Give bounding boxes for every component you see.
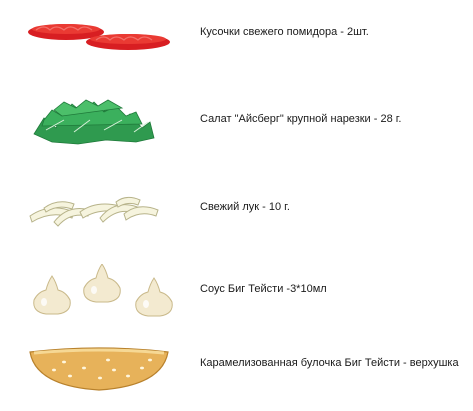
ingredient-label: Кусочки свежего помидора - 2шт. <box>200 26 369 38</box>
ingredient-row: Кусочки свежего помидора - 2шт. <box>0 0 473 70</box>
bun-top-icon <box>29 347 169 391</box>
ingredient-label: Карамелизованная булочка Биг Тейсти - ве… <box>200 357 459 369</box>
ingredient-label: Салат "Айсберг" крупной нарезки - 28 г. <box>200 113 402 125</box>
ingredient-label: Соус Биг Тейсти -3*10мл <box>200 283 327 295</box>
sauce-drops-icon <box>33 264 173 317</box>
lettuce-icon <box>33 99 155 145</box>
tomato-slices-icon <box>28 24 170 50</box>
ingredient-row: Соус Биг Тейсти -3*10мл <box>0 258 473 328</box>
ingredient-row: Салат "Айсберг" крупной нарезки - 28 г. <box>0 82 473 162</box>
ingredient-label: Свежий лук - 10 г. <box>200 201 290 213</box>
ingredient-row: Карамелизованная булочка Биг Тейсти - ве… <box>0 336 473 396</box>
ingredient-row: Свежий лук - 10 г. <box>0 180 473 240</box>
onion-icon <box>29 196 159 227</box>
